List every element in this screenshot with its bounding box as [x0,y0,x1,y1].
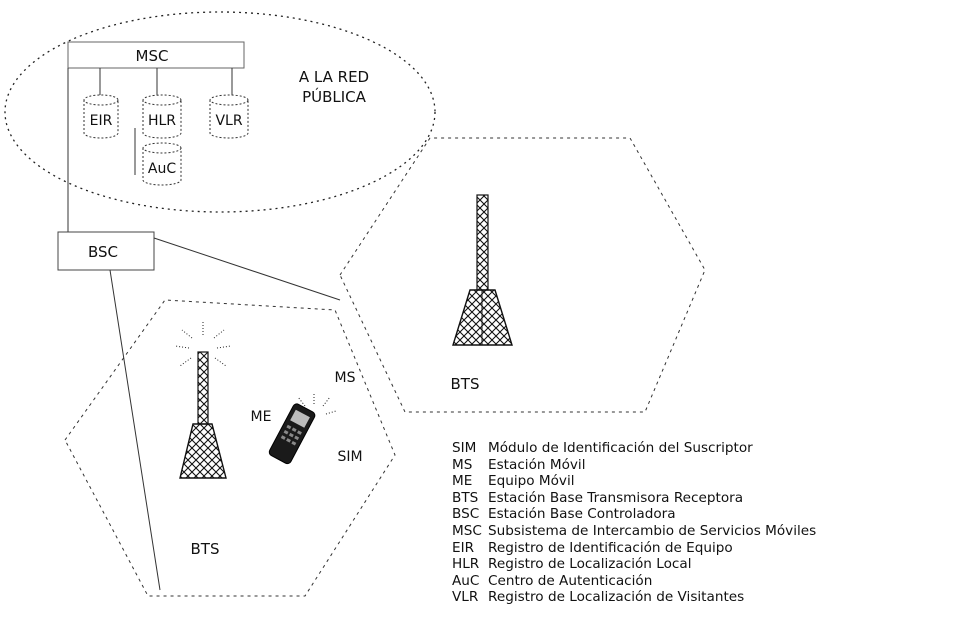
legend-description: Centro de Autenticación [488,573,652,590]
legend-abbreviation: HLR [452,556,488,573]
eir-label: EIR [90,113,113,129]
legend-abbreviation: EIR [452,540,488,557]
legend-abbreviation: AuC [452,573,488,590]
legend-description: Estación Móvil [488,457,585,474]
auc-label: AuC [148,161,176,177]
left-bts-tower-icon [175,322,231,478]
legend-abbreviation: BSC [452,506,488,523]
left-cell-boundary [65,300,395,596]
legend-description: Estación Base Transmisora Receptora [488,490,743,507]
left-bts-label: BTS [191,540,220,558]
legend-abbreviation: MS [452,457,488,474]
hlr-label: HLR [148,113,176,129]
public-network-label-line2: PÚBLICA [302,87,367,106]
bsc-label: BSC [88,243,118,261]
legend-description: Subsistema de Intercambio de Servicios M… [488,523,816,540]
right-bts-tower-icon [453,195,512,345]
legend-abbreviation: ME [452,473,488,490]
mobile-phone-icon [268,392,336,465]
me-label: ME [251,409,272,425]
legend-description: Equipo Móvil [488,473,575,490]
ms-label: MS [335,370,356,386]
sim-label: SIM [337,449,362,465]
vlr-label: VLR [215,113,242,129]
legend-abbreviation: VLR [452,589,488,606]
right-cell-boundary [340,138,705,412]
legend-abbreviation: BTS [452,490,488,507]
legend-abbreviation: SIM [452,440,488,457]
auc-database: AuC [143,143,181,185]
legend-description: Módulo de Identificación del Suscriptor [488,440,753,457]
legend-description: Registro de Localización Local [488,556,691,573]
right-bts-label: BTS [451,375,480,393]
hlr-database: HLR [143,95,181,138]
legend-description: Registro de Localización de Visitantes [488,589,744,606]
eir-database: EIR [84,95,118,138]
vlr-database: VLR [210,95,248,138]
legend-description: Estación Base Controladora [488,506,676,523]
msc-label: MSC [136,47,169,65]
legend-description: Registro de Identificación de Equipo [488,540,733,557]
legend-abbreviation: MSC [452,523,488,540]
public-network-label-line1: A LA RED [299,68,369,86]
